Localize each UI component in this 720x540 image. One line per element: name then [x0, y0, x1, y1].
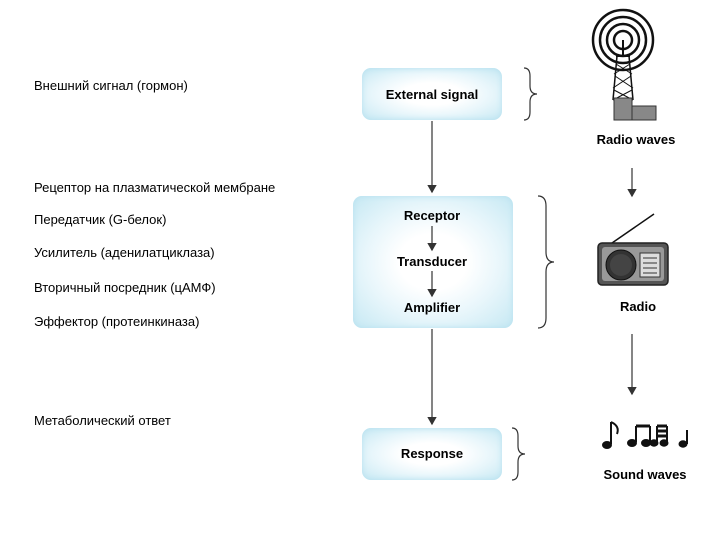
brace-bottom [511, 427, 526, 481]
sound-waves-label: Sound waves [603, 467, 687, 482]
radio-label: Radio [619, 299, 657, 314]
external-signal-label: External signal [385, 87, 479, 102]
radio-waves-label: Radio waves [596, 132, 676, 147]
amplifier-label: Amplifier [403, 300, 461, 315]
label-receptor-ru: Рецептор на плазматической мембране [34, 180, 276, 195]
response-label: Response [400, 446, 464, 461]
radio-icon [597, 213, 669, 286]
label-transducer-ru: Передатчик (G-белок) [34, 212, 167, 227]
transducer-label: Transducer [396, 254, 468, 269]
label-external-signal-ru: Внешний сигнал (гормон) [34, 78, 188, 93]
receptor-transducer-amplifier-box [353, 196, 513, 328]
label-response-ru: Метаболический ответ [34, 413, 171, 428]
label-effector-ru: Эффектор (протеинкиназа) [34, 314, 200, 329]
brace-top [523, 67, 538, 121]
external-signal-box [362, 68, 502, 120]
brace-middle [537, 195, 555, 329]
radio-tower-icon [591, 8, 657, 121]
response-box [362, 428, 502, 480]
label-amplifier-ru: Усилитель (аденилатциклаза) [34, 245, 215, 260]
music-notes-icon [602, 421, 688, 449]
receptor-label: Receptor [403, 208, 461, 223]
label-second-messenger-ru: Вторичный посредник (цАМФ) [34, 280, 216, 295]
